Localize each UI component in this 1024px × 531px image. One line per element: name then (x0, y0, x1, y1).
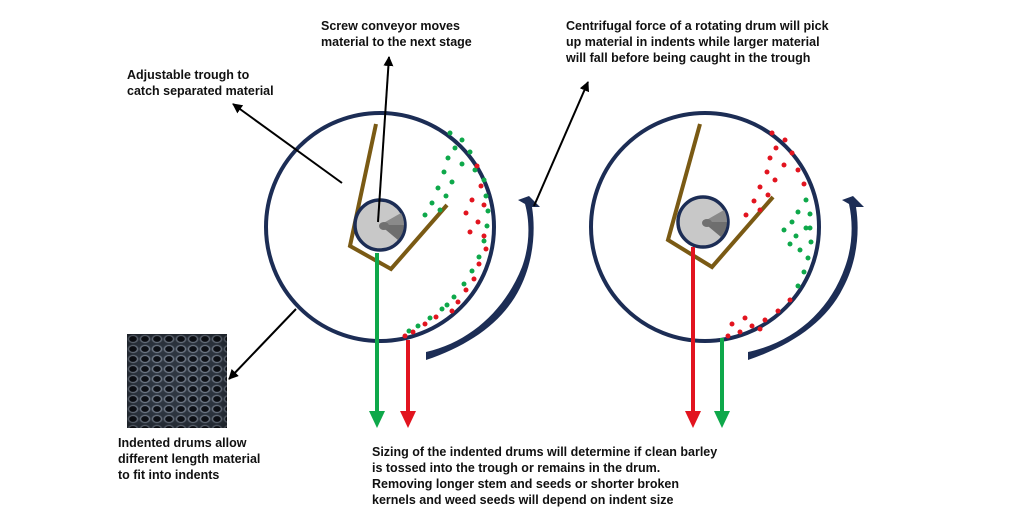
right-red-particles (725, 130, 807, 339)
right-drum (589, 111, 821, 343)
drum-pointer-arrow-icon (228, 308, 297, 380)
indent-sizing-label: Sizing of the indented drums will determ… (372, 445, 718, 507)
conveyor-pointer-arrow-icon (377, 56, 394, 223)
right-output-arrows (685, 247, 730, 428)
adjustable-trough-label: Adjustable trough to catch separated mat… (127, 68, 274, 98)
right-trough (665, 123, 775, 270)
left-screw-conveyor (353, 198, 407, 252)
indented-drums-label: Indented drums allow different length ma… (118, 436, 261, 482)
centrifugal-pointer-arrow-icon (533, 81, 589, 207)
right-screw-conveyor (676, 195, 730, 249)
right-green-particles (781, 197, 814, 289)
left-drum (264, 111, 496, 343)
right-drum-assembly (589, 111, 864, 428)
left-green-particles (406, 130, 491, 334)
left-red-particles (402, 163, 489, 339)
left-output-arrows (369, 253, 416, 428)
left-drum-assembly (264, 111, 540, 428)
right-rotation-arrow-icon (748, 196, 864, 360)
trough-pointer-arrow-icon (232, 103, 343, 184)
pointer-arrows (228, 56, 589, 380)
indented-surface-texture (127, 334, 227, 428)
left-trough (347, 123, 449, 272)
screw-conveyor-label: Screw conveyor moves material to the nex… (321, 19, 472, 49)
left-rotation-arrow-icon (426, 196, 540, 360)
centrifugal-force-label: Centrifugal force of a rotating drum wil… (566, 19, 829, 65)
